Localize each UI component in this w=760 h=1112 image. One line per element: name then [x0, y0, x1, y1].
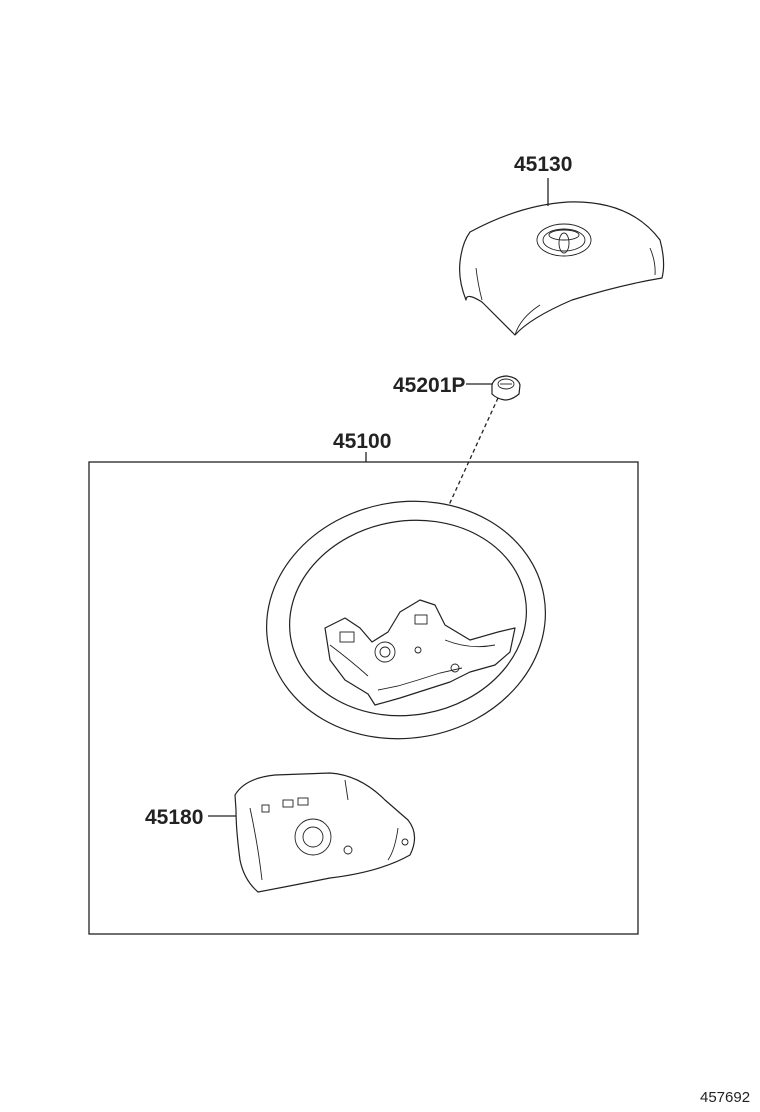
part-label-45180: 45180	[145, 806, 203, 829]
part-label-45100: 45100	[333, 430, 391, 453]
part-label-45201P: 45201P	[393, 374, 465, 397]
part-label-45130: 45130	[514, 153, 572, 176]
lower-cover-45180[interactable]	[234, 772, 416, 893]
figure-number: 457692	[700, 1089, 750, 1106]
bolt-45201P[interactable]	[491, 375, 521, 401]
horn-pad-45130[interactable]	[459, 201, 665, 336]
toyota-emblem-icon	[536, 223, 592, 257]
assembly-frame-45100	[88, 461, 639, 935]
steering-wheel[interactable]	[248, 479, 565, 760]
